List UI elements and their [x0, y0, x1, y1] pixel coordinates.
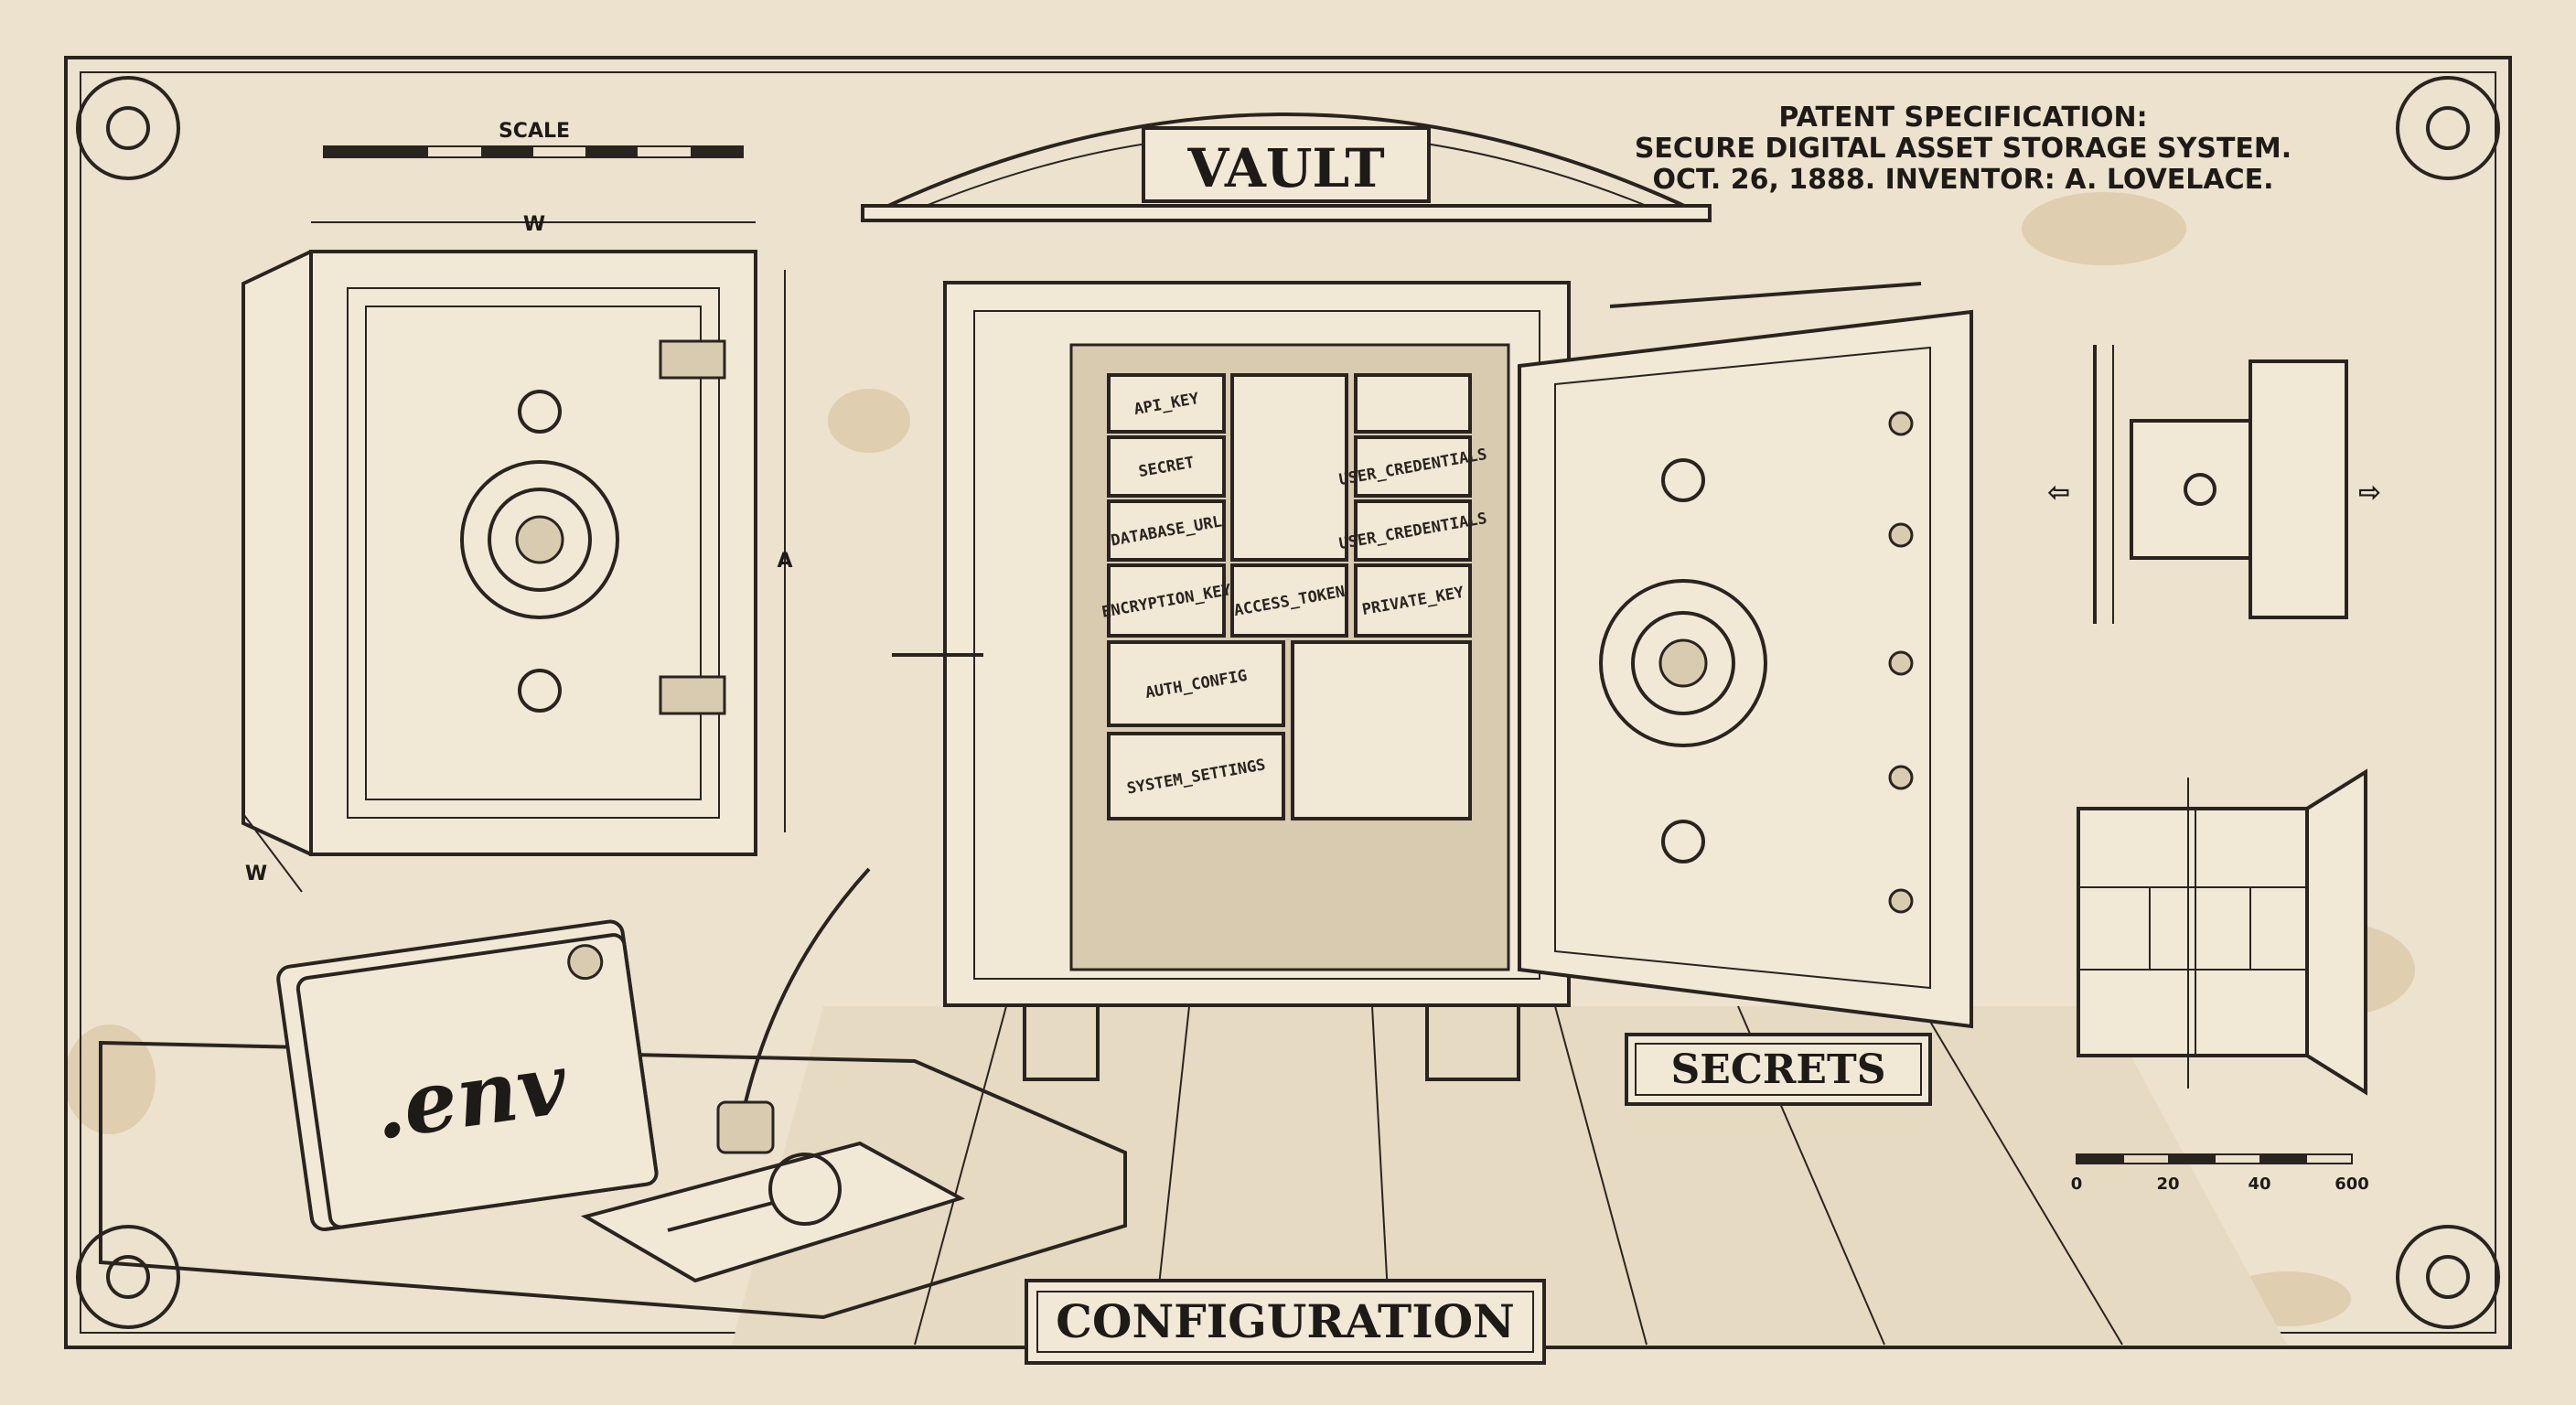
drawer: SECRET — [1107, 435, 1226, 498]
svg-text:600: 600 — [2334, 1174, 2369, 1194]
open-compartment — [1230, 373, 1348, 562]
magnifying-glass-icon — [768, 1153, 842, 1226]
vault-door — [1518, 309, 1973, 1029]
vault-banner: VAULT — [861, 113, 1712, 222]
quill-icon — [744, 867, 871, 1103]
arrow-left-icon: ⇦ — [2047, 477, 2070, 509]
svg-text:PATENT SPECIFICATION:: PATENT SPECIFICATION: — [1778, 102, 2147, 134]
ornate-border — [64, 56, 2512, 1349]
drawer-front — [1354, 499, 1472, 562]
drawer-front — [1107, 732, 1285, 820]
lock-mechanism-detail: ⇦ ⇨ — [2047, 345, 2381, 624]
drawer: USER_CREDENTIALS — [1337, 435, 1488, 498]
drawer-front — [1107, 373, 1226, 434]
arrow-right-icon: ⇨ — [2358, 477, 2381, 509]
drawer: API_KEY — [1107, 373, 1226, 434]
open-compartment — [1291, 640, 1472, 820]
hinge-icon — [659, 675, 726, 715]
svg-text:CONFIGURATION: CONFIGURATION — [1056, 1294, 1515, 1348]
drawer-front — [1107, 435, 1226, 498]
drawer: ENCRYPTION_KEY — [1100, 563, 1233, 638]
gear-icon — [76, 1225, 180, 1329]
drawer: AUTH_CONFIG — [1107, 640, 1285, 727]
scale-bar-top: SCALE — [323, 120, 744, 158]
svg-text:SCALE: SCALE — [499, 120, 570, 143]
gear-icon — [2396, 1225, 2500, 1329]
dial-icon — [1599, 579, 1767, 747]
svg-text:40: 40 — [2248, 1174, 2270, 1194]
vault-feet — [1023, 1005, 1520, 1081]
drawer: SYSTEM_SETTINGS — [1107, 732, 1285, 820]
drawer-front — [1230, 563, 1348, 638]
drawer-front — [1107, 499, 1226, 562]
inkwell-and-quill — [716, 867, 871, 1154]
svg-text:W: W — [245, 863, 267, 885]
keyhole-icon — [1661, 820, 1705, 863]
keyhole-icon — [518, 669, 562, 713]
scale-bar-bottom: 0 20 40 600 — [2071, 1153, 2369, 1194]
inkwell-icon — [716, 1100, 775, 1154]
gear-icon — [2396, 76, 2500, 180]
svg-text:A: A — [777, 550, 792, 573]
svg-text:SECURE DIGITAL ASSET STORAGE S: SECURE DIGITAL ASSET STORAGE SYSTEM. — [1635, 133, 2292, 165]
secrets-plaque: SECRETS — [1625, 1033, 1932, 1106]
desk — [99, 1040, 1127, 1320]
gear-icon — [76, 76, 180, 180]
patent-specification: PATENT SPECIFICATION: SECURE DIGITAL ASS… — [1635, 102, 2292, 196]
open-compartment — [1354, 373, 1472, 434]
drawer-front — [1107, 640, 1285, 727]
configuration-plaque: CONFIGURATION — [1025, 1279, 1546, 1365]
svg-text:W: W — [523, 213, 545, 236]
drawer: PRIVATE_KEY — [1354, 563, 1472, 638]
svg-text:20: 20 — [2156, 1174, 2179, 1194]
env-folder: .env — [276, 919, 659, 1232]
arrow-icon — [1609, 282, 1922, 308]
svg-text:OCT. 26, 1888. INVENTOR: A. LO: OCT. 26, 1888. INVENTOR: A. LOVELACE. — [1652, 164, 2273, 196]
wax-seal-icon — [567, 944, 604, 981]
mini-safe-diagram — [2077, 768, 2367, 1096]
keyhole-icon — [1661, 458, 1705, 502]
keyhole-icon — [518, 390, 562, 434]
drawer: DATABASE_URL — [1107, 499, 1226, 562]
drawer-front — [1354, 563, 1472, 638]
drawer-front — [1354, 435, 1472, 498]
papers-and-magnifier — [580, 1141, 966, 1283]
vault-title: VAULT — [1186, 137, 1384, 199]
drawer: USER_CREDENTIALS — [1337, 499, 1488, 562]
drawer-front — [1107, 563, 1226, 638]
drawer: ACCESS_TOKEN — [1230, 563, 1348, 638]
dial-icon — [460, 460, 619, 619]
svg-text:SECRETS: SECRETS — [1671, 1046, 1886, 1093]
bolt-icons — [1888, 411, 1914, 914]
closed-safe-drawing: W A W — [242, 213, 793, 893]
hinge-icon — [659, 339, 726, 380]
svg-text:0: 0 — [2071, 1174, 2083, 1194]
